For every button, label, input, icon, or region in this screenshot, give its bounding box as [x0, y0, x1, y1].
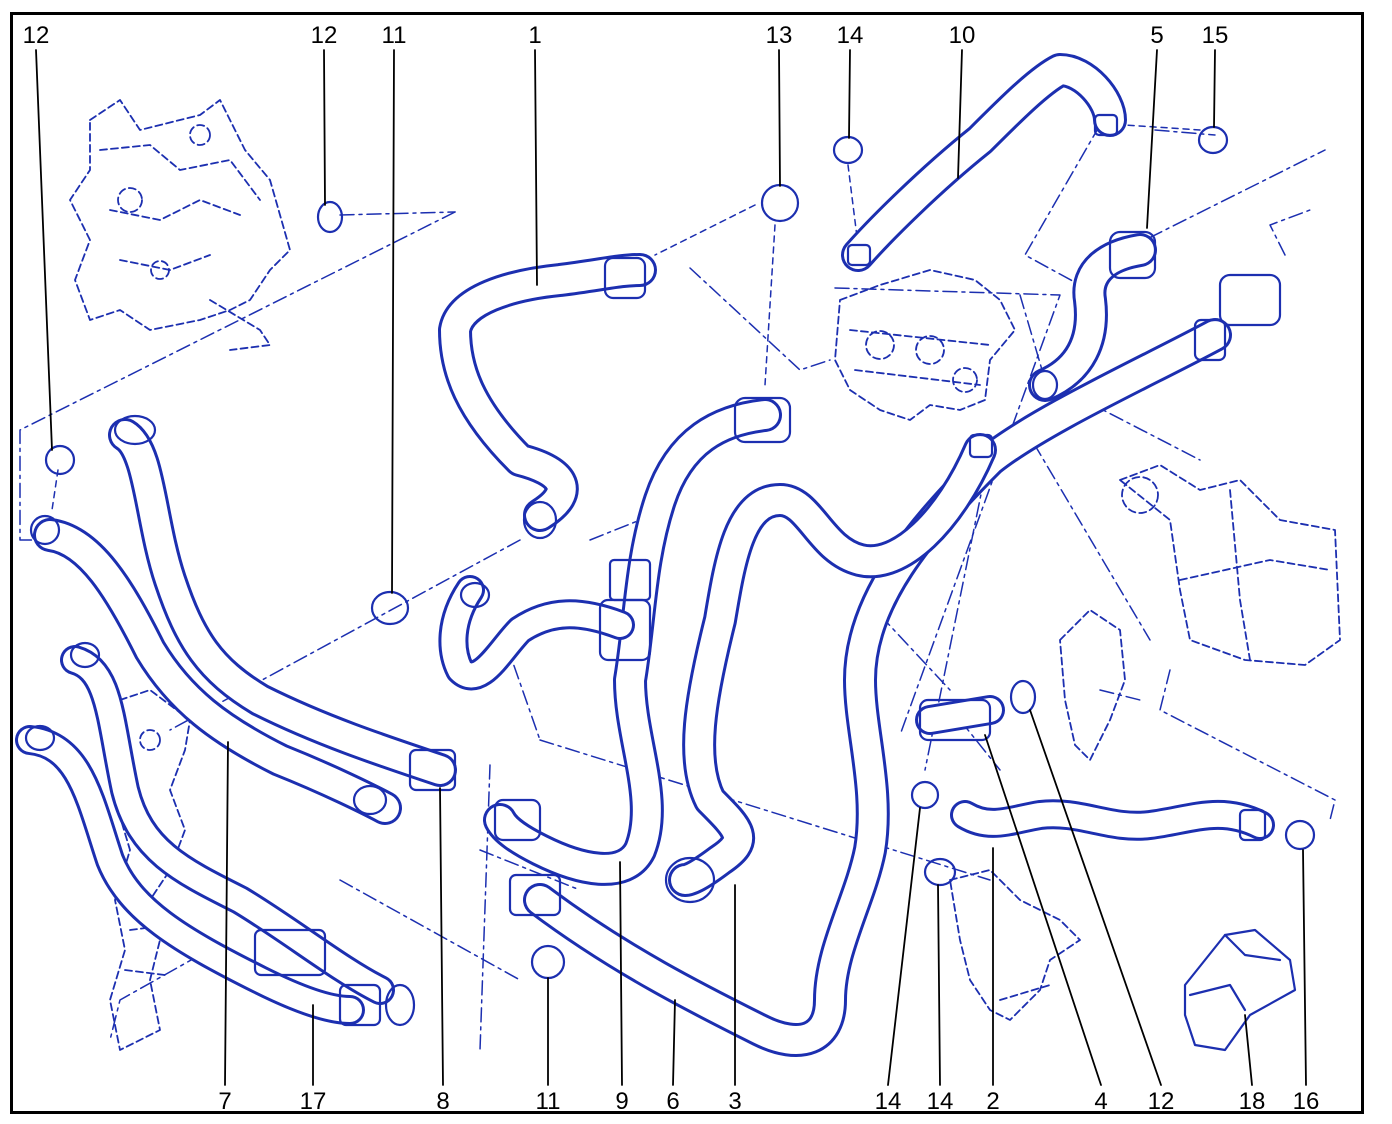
hose-long-right [523, 318, 1232, 1057]
hose-17-lower [15, 725, 365, 1025]
hose-10 [841, 53, 1127, 272]
leader-lines [35, 49, 1307, 1086]
hose-1 [438, 253, 657, 532]
callout-14-bottom-b: 14 [926, 1088, 954, 1115]
callout-10: 10 [948, 22, 976, 49]
callout-14-top: 14 [836, 22, 864, 49]
hose-7 [33, 518, 402, 825]
callout-12-bottom: 12 [1147, 1088, 1175, 1115]
callout-11-top: 11 [381, 22, 407, 49]
phantom-components [69, 99, 1341, 1051]
sensor-18 [1183, 928, 1297, 1052]
callout-3: 3 [728, 1088, 742, 1115]
hose-3 [668, 433, 997, 897]
callout-7: 7 [218, 1088, 232, 1115]
callout-15: 15 [1201, 22, 1229, 49]
callout-8: 8 [436, 1088, 450, 1115]
hose-couplings [24, 113, 1282, 1027]
callout-9: 9 [615, 1088, 629, 1115]
callout-11-bottom: 11 [535, 1088, 561, 1115]
diagram-frame [10, 12, 1364, 1114]
callout-13: 13 [765, 22, 793, 49]
hose-5 [1028, 233, 1157, 402]
callout-18: 18 [1238, 1088, 1266, 1115]
callout-14-bottom-a: 14 [874, 1088, 902, 1115]
callout-12-top: 12 [310, 22, 338, 49]
hose-9 [483, 398, 782, 886]
callout-4: 4 [1094, 1088, 1108, 1115]
hose-8 [108, 418, 457, 787]
callout-16: 16 [1292, 1088, 1320, 1115]
hose-2 [950, 799, 1275, 841]
callout-1: 1 [528, 22, 542, 49]
callout-17: 17 [299, 1088, 327, 1115]
hose-tee-branch [438, 575, 635, 691]
hose-4-fitting [915, 695, 1005, 735]
callout-6: 6 [666, 1088, 680, 1115]
callout-2: 2 [986, 1088, 1000, 1115]
callout-5: 5 [1150, 22, 1164, 49]
callout-12-top-left: 12 [22, 22, 50, 49]
hose-17-upper [60, 645, 395, 1005]
